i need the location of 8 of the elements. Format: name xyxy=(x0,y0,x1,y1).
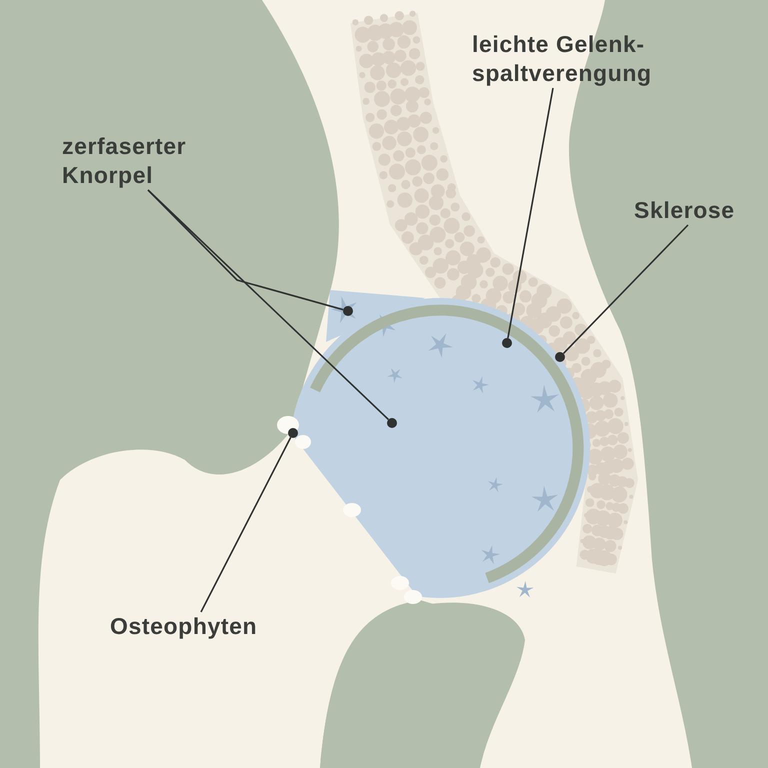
leader-line xyxy=(200,437,292,612)
leader-line xyxy=(562,224,689,354)
callout-label: zerfaserter Knorpel xyxy=(62,132,189,190)
leader-line xyxy=(507,88,554,338)
callout-label: Sklerose xyxy=(634,196,735,225)
callout-label: Osteophyten xyxy=(110,612,258,641)
leader-line xyxy=(147,189,389,420)
callout-label: leichte Gelenk- spaltverengung xyxy=(472,30,654,88)
